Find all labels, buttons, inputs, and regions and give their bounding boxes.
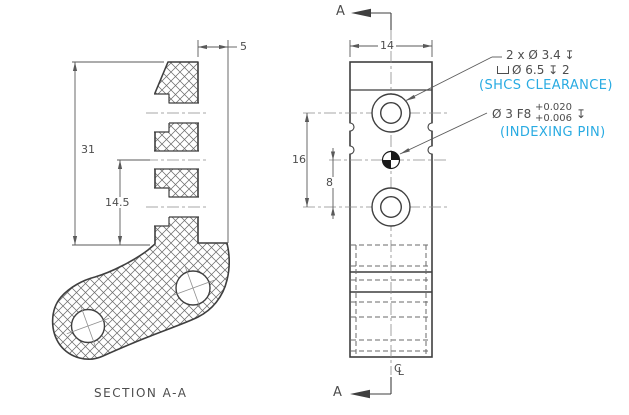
pin-tolerance-upper: +0.020 [535, 102, 573, 113]
dim-5-label: 5 [240, 40, 247, 53]
leader-arrow-icon [405, 94, 416, 101]
front-view-drawing [303, 8, 502, 399]
arrow-icon [350, 43, 359, 49]
pin-tolerance-lower: +0.006 [535, 113, 573, 124]
section-arrow-icon [351, 8, 371, 18]
datum-target-icon [381, 150, 401, 170]
arrow-icon [304, 198, 310, 207]
arrow-icon [330, 207, 336, 216]
dim-31-label: 31 [81, 143, 95, 156]
pin-depth-icon: ↧ [576, 107, 587, 121]
centerline-symbol: CL [394, 362, 404, 378]
arrow-icon [330, 151, 336, 160]
shcs-callout-line1: 2 x Ø 3.4 ↧ [506, 48, 575, 62]
front-top-hole [371, 93, 411, 133]
arrow-icon [117, 236, 123, 245]
arrow-icon [219, 44, 228, 50]
edge-notches [348, 122, 434, 155]
shcs-callout-line2: Ø 6.5 ↧ 2 [512, 63, 570, 77]
arrow-icon [423, 43, 432, 49]
dim-14-label: 14 [378, 39, 396, 52]
dim-31-lines [72, 61, 164, 246]
section-hole-centerlines [146, 112, 207, 208]
section-arrow-letter-bottom: A [333, 385, 342, 400]
leader-arrow-icon [400, 148, 410, 154]
dim-14-5-label: 14.5 [103, 196, 132, 209]
shcs-note: (SHCS CLEARANCE) [479, 78, 613, 93]
section-view-title: SECTION A-A [94, 386, 188, 400]
arrow-icon [304, 113, 310, 122]
arrow-icon [117, 160, 123, 169]
callout-leaders [399, 56, 502, 155]
pin-callout-spec: Ø 3 F8 [492, 107, 532, 121]
arrow-icon [72, 62, 78, 71]
section-view-drawing [51, 40, 237, 360]
dim-16-label: 16 [292, 153, 306, 166]
dim-5-lines [197, 40, 237, 243]
arrow-icon [72, 236, 78, 245]
section-arrow-icon [350, 389, 370, 399]
section-foot-holes [66, 266, 215, 348]
counterbore-icon [497, 66, 509, 74]
front-bottom-hole [371, 187, 411, 227]
pin-note: (INDEXING PIN) [500, 125, 606, 140]
section-cutting-line [370, 12, 392, 395]
arrow-icon [198, 44, 207, 50]
section-arrow-letter-top: A [336, 4, 345, 19]
dim-8-label: 8 [324, 176, 335, 189]
